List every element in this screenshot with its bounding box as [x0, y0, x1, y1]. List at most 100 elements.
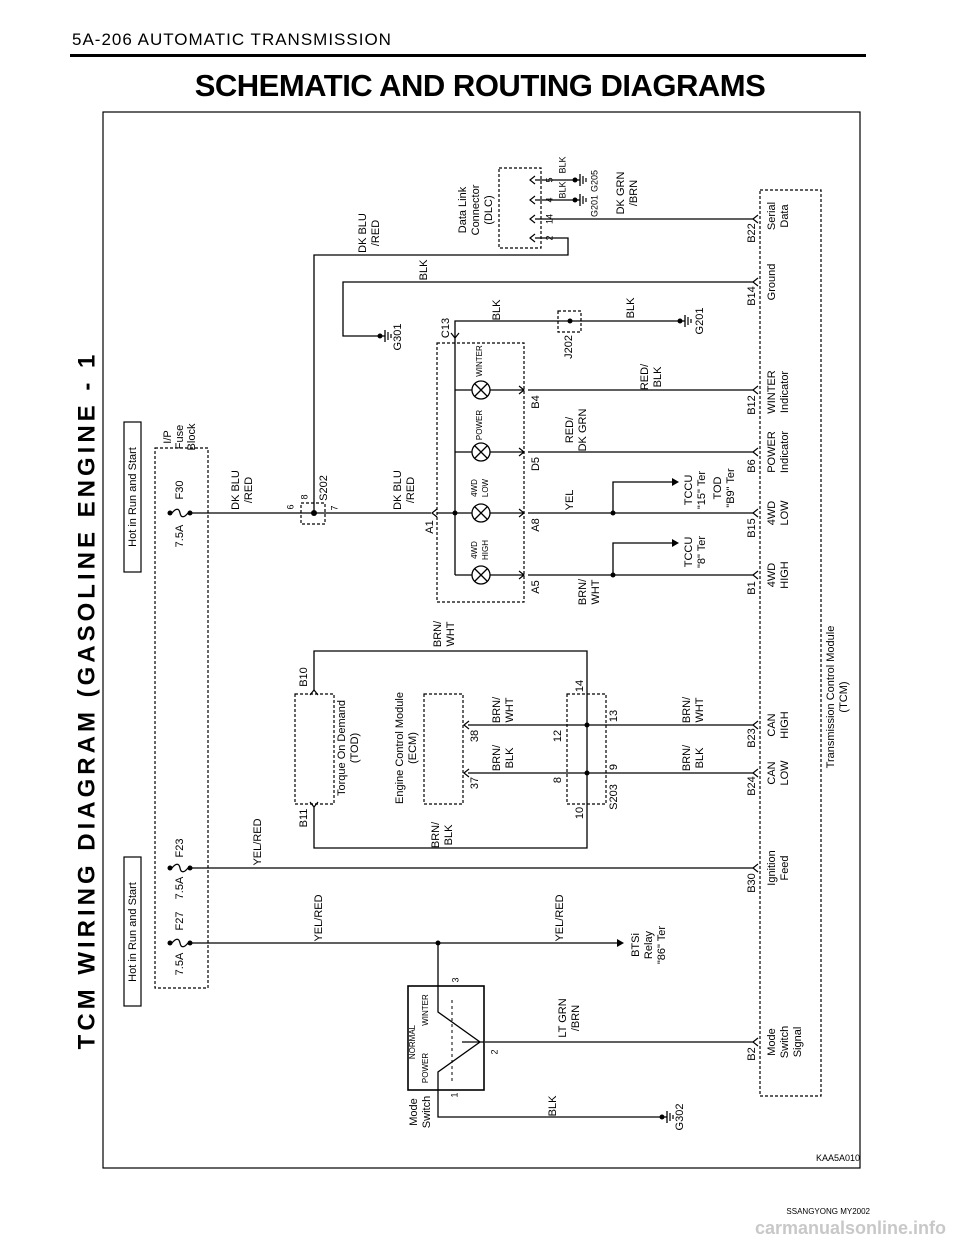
junction-dot: [452, 510, 458, 516]
pin-label: C13: [440, 318, 452, 338]
svg-text:LOW: LOW: [779, 760, 791, 786]
pin-label: D5: [530, 457, 542, 471]
hot-in-run-label-top: Hot in Run and Start: [123, 421, 142, 573]
tcm-pin-b14: B14 Ground: [746, 264, 778, 306]
ecm-label: Engine Control Module: [394, 692, 406, 804]
page-section-header: 5A-206 AUTOMATIC TRANSMISSION: [72, 30, 392, 49]
wire-label: BRN/: [681, 744, 693, 771]
svg-text:Serial: Serial: [766, 202, 778, 230]
wire-label: WHT: [445, 621, 457, 646]
ground-label-g301: G301: [392, 324, 404, 351]
fuse-f27-icon: [166, 938, 194, 948]
indicator-cluster-outline: [436, 342, 525, 603]
wire-label: BRN/: [577, 578, 589, 605]
s203-pin: 12: [552, 730, 564, 742]
watermark: carmanualsonline.info: [754, 1218, 946, 1238]
svg-text:Hot in Run and Start: Hot in Run and Start: [127, 882, 139, 982]
connector-icon: [529, 214, 536, 224]
wire-label: /BRN: [628, 180, 640, 206]
mode-switch-label: Switch: [421, 1096, 433, 1128]
tod-module-outline: [294, 693, 335, 805]
svg-text:Ground: Ground: [766, 264, 778, 301]
svg-text:B12: B12: [746, 395, 758, 415]
svg-text:Mode: Mode: [766, 1028, 778, 1056]
s202-pin-label: 6: [285, 504, 295, 509]
hot-in-run-label-bottom: Hot in Run and Start: [123, 856, 142, 1007]
lamp-label-4wd-low: 4WD: [470, 479, 479, 497]
wire-label: BRN/: [491, 696, 503, 723]
tcm-outline: [759, 189, 822, 1097]
mode-switch-label: Mode: [408, 1098, 420, 1126]
tcm-label: (TCM): [838, 681, 850, 712]
connector-icon: [529, 233, 536, 243]
svg-text:4WD: 4WD: [766, 563, 778, 588]
tcm-pin-b30: B30 Ignition Feed: [746, 850, 791, 893]
diagram-frame: [102, 111, 861, 1169]
svg-text:B24: B24: [746, 776, 758, 796]
wire-label: YEL/RED: [313, 894, 325, 941]
splice-dot: [584, 770, 590, 776]
fuse-f27-rating: 7.5A: [174, 952, 186, 975]
wire-label: BLK: [443, 824, 455, 845]
fuse-block-label: Block: [186, 423, 198, 450]
tcm-pin-b24: B24 CAN LOW: [746, 760, 791, 796]
ecm-pin: 37: [469, 777, 481, 789]
svg-text:B14: B14: [746, 286, 758, 306]
s202-pin-label: 8: [299, 494, 309, 499]
wire-label: BLK: [694, 747, 706, 768]
svg-text:B30: B30: [746, 873, 758, 893]
mode-switch-arm-icon: [437, 986, 484, 1090]
s203-pin: 10: [574, 807, 586, 819]
fuse-f30-rating: 7.5A: [174, 524, 186, 547]
svg-text:B23: B23: [746, 728, 758, 748]
fuse-block-outline: [154, 447, 209, 989]
splice-s203-outline: [566, 693, 607, 805]
svg-text:B15: B15: [746, 518, 758, 538]
svg-text:Ignition: Ignition: [766, 850, 778, 885]
ground-label-g201: G201: [589, 195, 599, 217]
svg-text:B2: B2: [746, 1047, 758, 1060]
arrow-icon: [617, 939, 624, 947]
tod-pin-b11: B11: [298, 809, 310, 828]
ground-icon: [571, 173, 587, 187]
dlc-pin: 5: [544, 177, 554, 182]
tccu-8-label: "8" Ter: [696, 536, 708, 568]
pin-label: A1: [424, 520, 436, 533]
wire-label: DK BLU: [392, 470, 404, 510]
switch-pin: 2: [489, 1049, 499, 1054]
lamp-label-winter: WINTER: [475, 345, 484, 377]
wire-label: LT GRN: [557, 998, 569, 1037]
fuse-f23-name: F23: [174, 839, 186, 858]
header-divider: [70, 54, 866, 57]
s203-pin: 9: [608, 764, 620, 770]
splice-j202-label: J202: [563, 335, 575, 359]
tcm-pin-b23: B23 CAN HIGH: [746, 711, 791, 748]
ecm-outline: [423, 693, 464, 805]
wire-label: BLK: [418, 259, 430, 280]
wire-label: BLK: [547, 1095, 559, 1116]
svg-text:LOW: LOW: [779, 500, 791, 526]
connector-icon: [309, 689, 319, 696]
wire-label: BRN/: [432, 620, 444, 647]
tcm-pin-b15: B15 4WD LOW: [746, 500, 791, 538]
wire-label: BLK: [504, 747, 516, 768]
ground-label-g302: G302: [674, 1104, 686, 1131]
fuse-block-label: I/P: [162, 430, 174, 443]
switch-pin: 3: [450, 977, 460, 982]
ground-icon: [376, 329, 392, 343]
wire-label: BLK: [491, 299, 503, 320]
svg-text:Signal: Signal: [792, 1027, 804, 1058]
tcm-pin-b22: B22 Serial Data: [746, 202, 791, 243]
svg-text:Indicator: Indicator: [779, 371, 791, 414]
splice-j202-dot: [567, 318, 573, 324]
power-lamp-icon: [471, 442, 491, 462]
wire-label: YEL/RED: [252, 818, 264, 865]
junction-dot: [435, 940, 441, 946]
svg-text:Hot in Run and Start: Hot in Run and Start: [127, 447, 139, 547]
svg-text:B6: B6: [746, 459, 758, 472]
wire-label: BLK: [557, 181, 567, 198]
wires: [190, 179, 753, 1118]
wire-label: DK GRN: [615, 172, 627, 215]
wire-label: /RED: [370, 220, 382, 246]
tcm-pin-b1: B1 4WD HIGH: [746, 561, 791, 595]
